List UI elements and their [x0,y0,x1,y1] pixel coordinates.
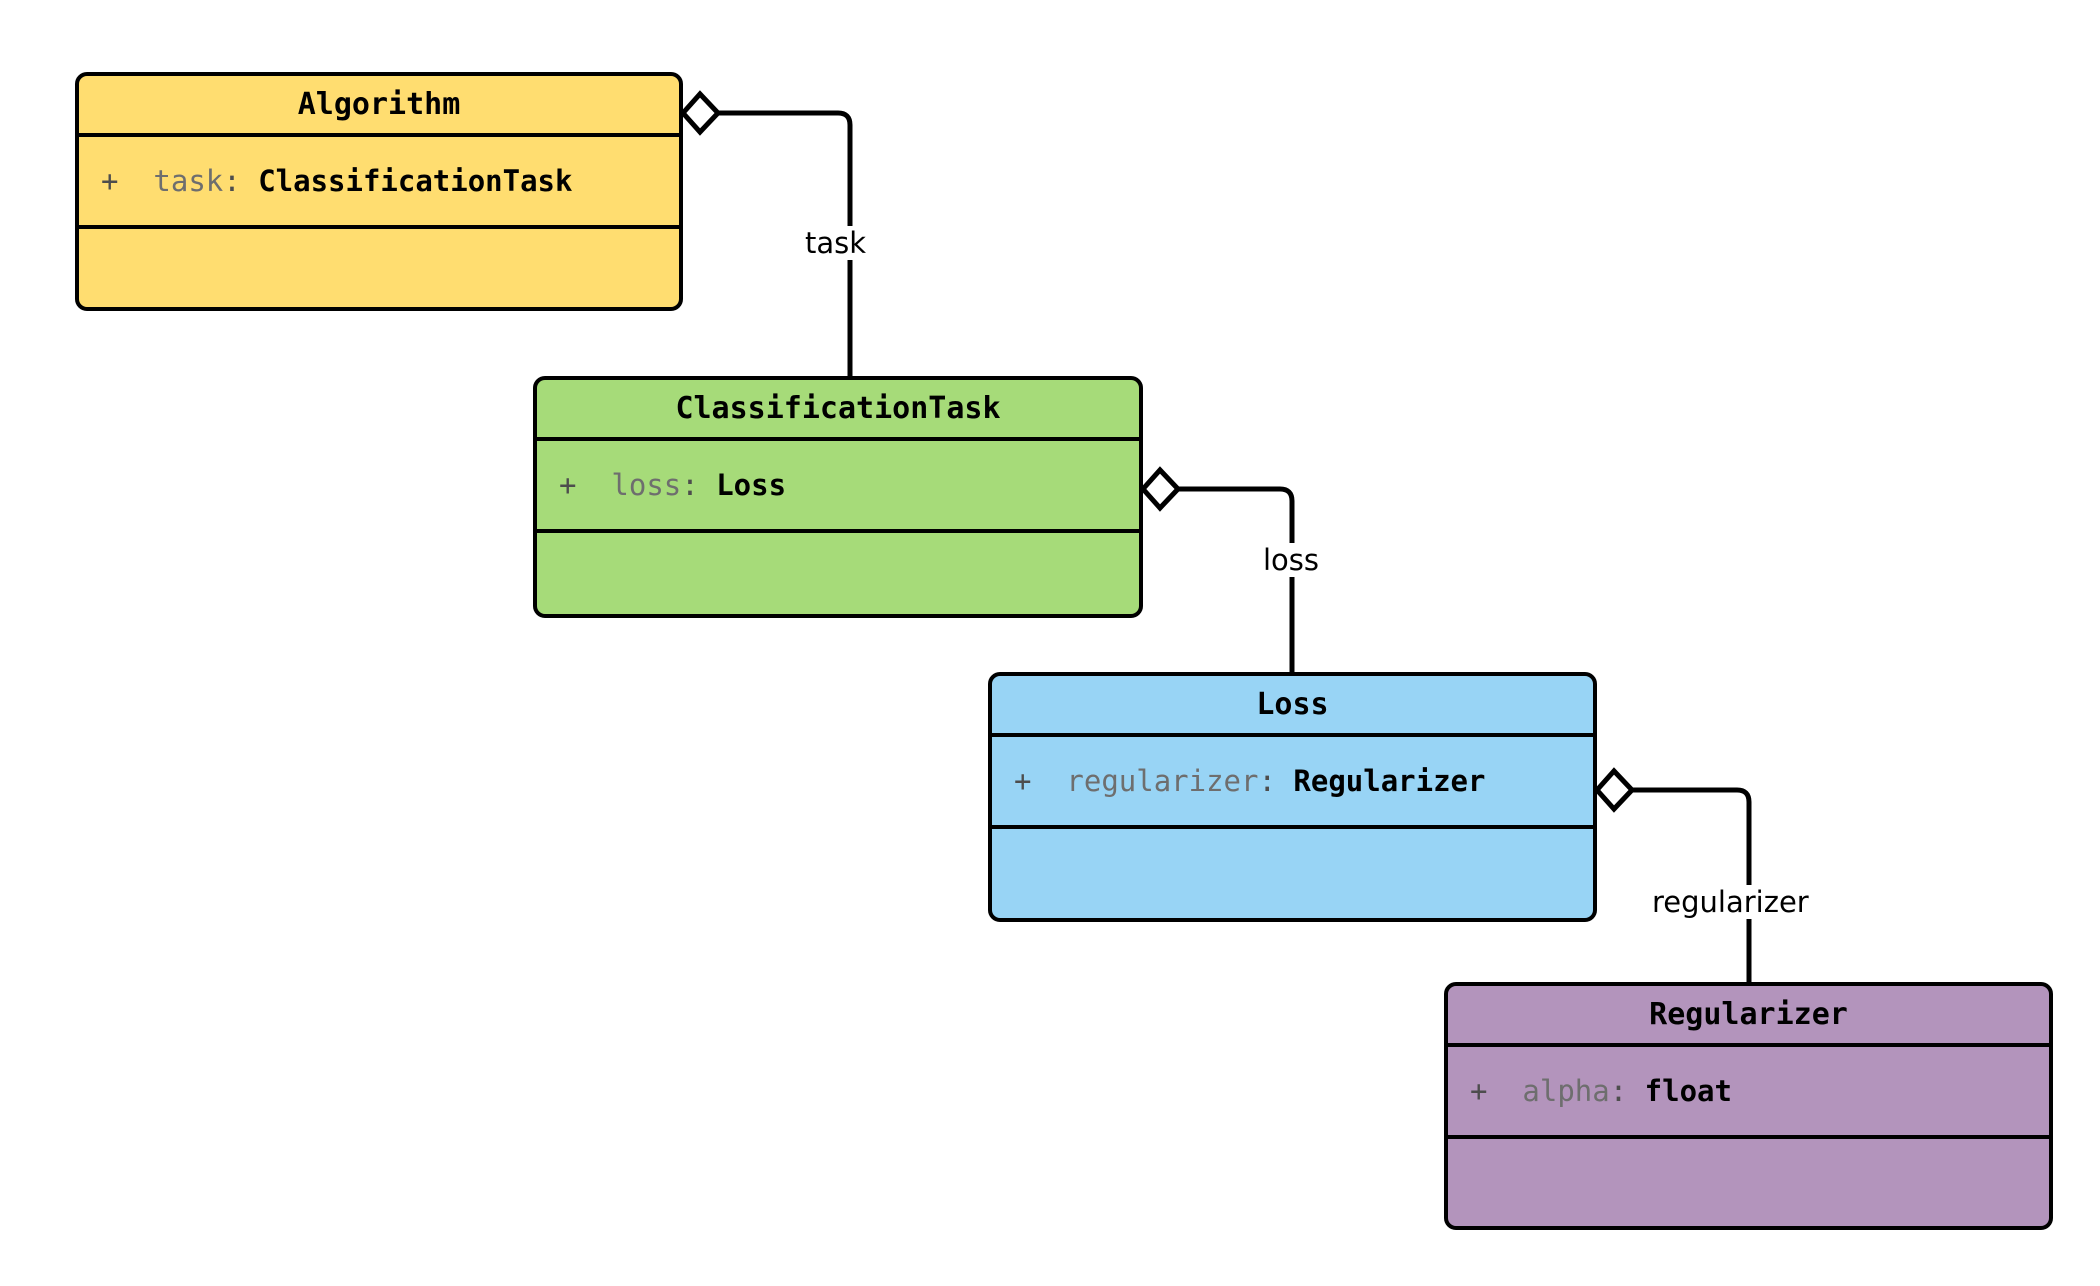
aggregation-diamond-regularizer [1593,767,1636,813]
uml-class-name-classificationtask: ClassificationTask [537,380,1139,441]
uml-attribute-row: + task: ClassificationTask [101,163,679,199]
attribute-visibility: + [1014,763,1032,798]
uml-class-name-algorithm: Algorithm [79,76,679,137]
uml-class-name-loss: Loss [992,676,1593,737]
relationship-loss-line [1178,486,1295,672]
uml-methods-loss [992,829,1593,918]
uml-attributes-algorithm: + task: ClassificationTask [79,137,679,229]
uml-class-name-regularizer: Regularizer [1448,986,2049,1047]
attribute-name: alpha [1522,1073,1610,1108]
attribute-type: Loss [716,467,787,502]
uml-class-regularizer[interactable]: Regularizer + alpha: float [1444,982,2053,1230]
attribute-name: loss [611,467,682,502]
uml-attributes-classificationtask: + loss: Loss [537,441,1139,533]
attribute-separator: : [223,163,241,198]
uml-class-loss[interactable]: Loss + regularizer: Regularizer [988,672,1597,922]
attribute-type: float [1644,1073,1732,1108]
uml-attributes-regularizer: + alpha: float [1448,1047,2049,1139]
attribute-type: Regularizer [1293,763,1486,798]
attribute-separator: : [681,467,699,502]
uml-methods-classificationtask [537,533,1139,614]
attribute-visibility: + [559,467,577,502]
uml-class-algorithm[interactable]: Algorithm + task: ClassificationTask [75,72,683,311]
uml-methods-regularizer [1448,1139,2049,1226]
attribute-separator: : [1609,1073,1628,1108]
uml-attribute-row: + loss: Loss [559,467,1139,503]
aggregation-diamond-loss [1139,466,1182,512]
relationship-label-task: task [800,226,872,260]
relationship-regularizer[interactable] [1593,767,1752,982]
uml-attribute-row: + alpha: float [1470,1073,2049,1109]
relationship-label-loss: loss [1258,543,1325,577]
attribute-name: regularizer [1066,763,1259,798]
attribute-visibility: + [1470,1073,1488,1108]
attribute-separator: : [1258,763,1276,798]
attribute-type: ClassificationTask [258,163,573,198]
uml-methods-algorithm [79,229,679,307]
attribute-visibility: + [101,163,119,198]
attribute-name: task [153,163,224,198]
aggregation-diamond-task [679,90,722,136]
uml-attribute-row: + regularizer: Regularizer [1014,763,1593,799]
uml-attributes-loss: + regularizer: Regularizer [992,737,1593,829]
relationship-label-regularizer: regularizer [1647,885,1814,919]
uml-class-classificationtask[interactable]: ClassificationTask + loss: Loss [533,376,1143,618]
